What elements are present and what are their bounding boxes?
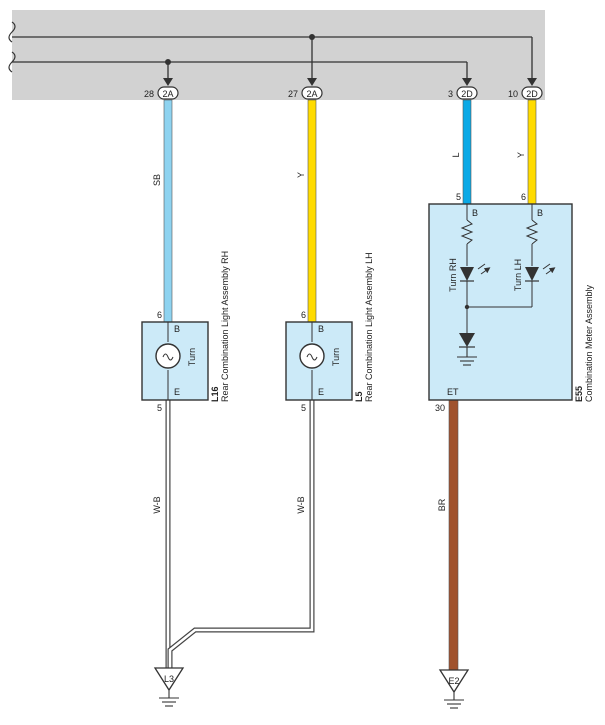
component-name: Rear Combination Light Assembly RH (220, 251, 230, 402)
ground-e2: E2 (438, 669, 470, 709)
wire-label-sb: SB (152, 174, 162, 186)
wire-label-y-right: Y (516, 152, 526, 158)
component-id: L16 (210, 386, 220, 402)
connector-c2: 2A 27 (288, 78, 323, 100)
wire-label-l: L (451, 152, 461, 157)
pin-out: 5 (157, 403, 162, 413)
wire-y-left (307, 99, 317, 323)
wire-label-br: BR (437, 498, 447, 511)
terminal-left: B (472, 208, 478, 218)
connector-c3: 2D 3 (448, 78, 478, 100)
component-id: E55 (574, 386, 584, 402)
terminal-in: B (174, 324, 180, 334)
terminal-out: ET (447, 387, 459, 397)
pin-out: 5 (301, 403, 306, 413)
component-l16: B E 6 5 Turn L16 Rear Combination Light … (141, 251, 230, 413)
wire-br (448, 399, 459, 671)
resistor-icon (460, 204, 474, 266)
component-l5: B E 6 5 Turn L5 Rear Combination Light A… (285, 252, 374, 413)
ground-l3: L3 (153, 667, 185, 707)
terminal-out: E (318, 387, 324, 397)
connector-c1: 2A 28 (144, 78, 179, 100)
junction-panel (12, 10, 545, 100)
connector-code: 2D (526, 89, 538, 99)
ground-label: L3 (164, 674, 174, 684)
connector-c4: 2D 10 (508, 78, 543, 100)
connector-pin: 10 (508, 89, 518, 99)
wire-w-b-2 (167, 400, 315, 668)
wire-label-y-left: Y (296, 172, 306, 178)
indicator-rh: Turn RH (448, 258, 458, 292)
bulb-label: Turn (187, 348, 197, 366)
component-e55: 5 6 B B (428, 192, 594, 413)
connector-pin: 27 (288, 89, 298, 99)
wire-label-w-b-1: W-B (152, 496, 162, 513)
wire-y-right (527, 99, 537, 205)
junction-dots (165, 34, 315, 65)
connector-code: 2D (461, 89, 473, 99)
connector-pin: 28 (144, 89, 154, 99)
indicator-lh: Turn LH (513, 259, 523, 291)
terminal-right: B (537, 208, 543, 218)
pin-in: 6 (157, 310, 162, 320)
ground-icon (444, 692, 464, 709)
pin-out: 30 (435, 403, 445, 413)
ground-label: E2 (448, 676, 459, 686)
wire-sb (163, 99, 173, 323)
component-id: L5 (354, 391, 364, 402)
connector-code: 2A (162, 89, 173, 99)
connector-code: 2A (306, 89, 317, 99)
wire-label-w-b-2: W-B (296, 496, 306, 513)
terminal-in: B (318, 324, 324, 334)
ground-icon (457, 347, 477, 366)
ground-icon (159, 690, 179, 707)
component-name: Rear Combination Light Assembly LH (364, 252, 374, 402)
connector-pin: 3 (448, 89, 453, 99)
resistor-icon (525, 204, 539, 266)
bulb-label: Turn (331, 348, 341, 366)
wire-l (462, 99, 472, 205)
pin-in-right: 6 (521, 192, 526, 202)
component-name: Combination Meter Assembly (584, 284, 594, 402)
pin-in-left: 5 (456, 192, 461, 202)
terminal-out: E (174, 387, 180, 397)
pin-in: 6 (301, 310, 306, 320)
